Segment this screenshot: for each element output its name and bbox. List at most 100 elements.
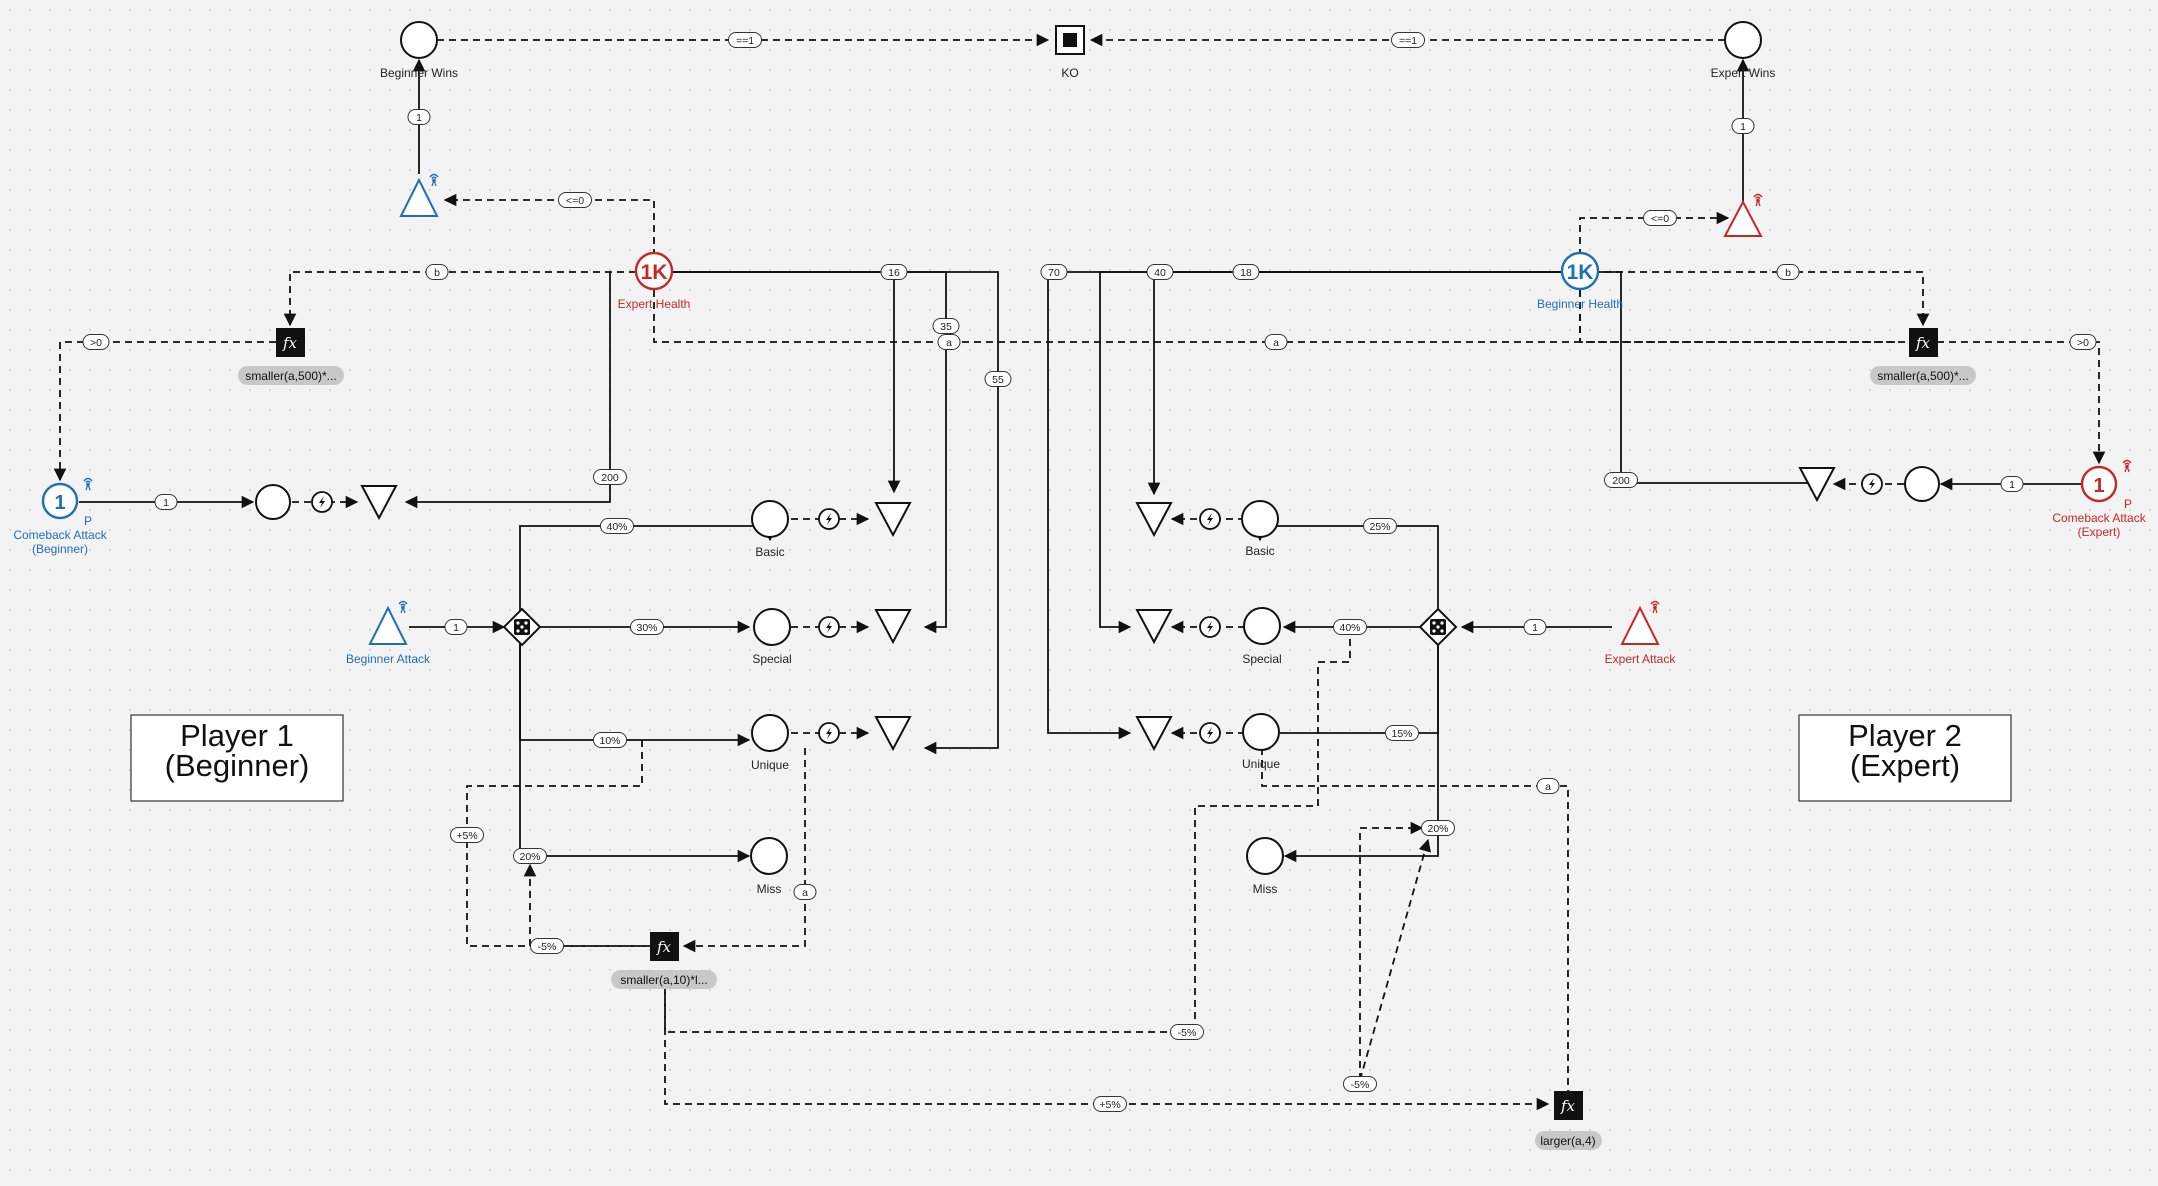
wireless-trigger-icon [83, 477, 93, 491]
comeback-expert-label-1: Comeback Attack [2052, 511, 2146, 525]
edge-left-minus5[interactable] [523, 863, 650, 947]
svg-text:55: 55 [992, 374, 1004, 386]
basic-left-drain[interactable] [874, 502, 912, 538]
edge-right-minus5b[interactable] [1359, 821, 1424, 1080]
lightning-converter-icon[interactable] [818, 722, 840, 744]
edge-right-minus5c[interactable] [1359, 838, 1431, 1081]
edge-label-r-20: 20% [1421, 820, 1455, 836]
lightning-converter-icon[interactable] [1199, 508, 1221, 530]
edge-label-lte0-left: <=0 [558, 192, 592, 208]
expert-health-label: Expert Health [618, 297, 691, 311]
edge-label-b-right: b [1776, 264, 1800, 280]
edge-label-lte0-right: <=0 [1643, 210, 1677, 226]
formula-left-top[interactable]: fx smaller(a,500)*... [238, 328, 344, 385]
ko-end-node[interactable]: KO [1055, 25, 1085, 80]
edge-a-to-right-fx[interactable] [1579, 290, 1895, 343]
formula-right-bottom[interactable]: fx larger(a,4) [1535, 1091, 1602, 1150]
edge-label-l-40: 40% [600, 518, 634, 534]
edge-b-right[interactable] [1604, 271, 1930, 327]
edge-label-l-a: a [793, 884, 817, 900]
unique-right-label: Unique [1242, 757, 1280, 771]
edge-eh-16[interactable] [673, 271, 901, 494]
edge-right-a[interactable] [1261, 748, 1575, 1109]
edge-label-r-plus5: +5% [1093, 1096, 1127, 1112]
lightning-converter-icon[interactable] [818, 616, 840, 638]
edge-expert-health-lte0[interactable] [443, 193, 655, 256]
comeback-expert-label-2: (Expert) [2078, 525, 2121, 539]
special-right-drain[interactable] [1135, 609, 1173, 645]
expert-wins-node[interactable]: Expert Wins [1711, 21, 1776, 80]
edge-bh-40[interactable] [1147, 271, 1562, 496]
comeback-expert-pool-2[interactable] [1904, 466, 1940, 502]
edge-eh-200[interactable] [404, 272, 611, 509]
edge-label-ew-ko: ==1 [1391, 32, 1425, 48]
basic-pool-left[interactable]: Basic [751, 500, 789, 559]
lightning-converter-icon[interactable] [1199, 616, 1221, 638]
edge-right-plus5[interactable] [664, 980, 1550, 1111]
miss-pool-right[interactable]: Miss [1246, 837, 1284, 896]
edge-label-b-left: b [425, 264, 449, 280]
edge-right-20[interactable] [1283, 642, 1439, 863]
edge-b-left[interactable] [283, 271, 636, 327]
svg-text:40: 40 [1154, 267, 1166, 279]
svg-text:1: 1 [1740, 121, 1746, 133]
lightning-converter-icon[interactable] [1861, 473, 1883, 495]
expert-random-gate[interactable] [1418, 607, 1458, 647]
beginner-random-gate[interactable] [502, 607, 542, 647]
svg-text:40%: 40% [606, 521, 627, 533]
edge-bh-18[interactable] [1099, 271, 1562, 634]
edge-left-plus5[interactable] [466, 740, 650, 947]
lightning-converter-icon[interactable] [311, 491, 333, 513]
edge-gt0-left[interactable] [53, 341, 276, 482]
basic-right-drain[interactable] [1135, 502, 1173, 538]
edge-right-minus5a[interactable] [664, 627, 1351, 1033]
beginner-attack-source[interactable]: Beginner Attack [346, 600, 431, 667]
special-pool-right[interactable]: Special [1242, 607, 1282, 666]
edge-right-15[interactable] [1280, 642, 1439, 734]
function-fx-icon: fx [282, 334, 298, 352]
end-condition-square-icon [1063, 33, 1077, 47]
edge-left-20[interactable] [519, 642, 751, 863]
expert-attack-source[interactable]: Expert Attack [1605, 600, 1677, 667]
expert-wins-trigger[interactable] [1723, 193, 1763, 237]
formula-left-bottom[interactable]: fx smaller(a,10)*l... [611, 932, 717, 989]
edge-gt0-right[interactable] [1937, 341, 2106, 465]
player2-title: Player 2 [1848, 718, 1962, 753]
edge-right-25[interactable] [1253, 525, 1439, 612]
svg-text:20%: 20% [519, 851, 540, 863]
beginner-health-pool[interactable]: 1K Beginner Health [1537, 251, 1623, 311]
unique-pool-left[interactable]: Unique [751, 714, 789, 772]
beginner-wins-node[interactable]: Beginner Wins [380, 21, 458, 80]
edge-left-a[interactable] [682, 748, 806, 953]
miss-pool-left[interactable]: Miss [750, 837, 788, 896]
edge-beginner-health-lte0[interactable] [1579, 211, 1730, 256]
lightning-converter-icon[interactable] [818, 508, 840, 530]
unique-right-drain[interactable] [1135, 716, 1173, 752]
player2-subtitle: (Expert) [1850, 748, 1960, 783]
svg-text:>0: >0 [2077, 337, 2089, 349]
comeback-beginner-pool-2[interactable] [255, 484, 291, 520]
svg-text:20%: 20% [1427, 823, 1448, 835]
special-pool-left[interactable]: Special [752, 608, 792, 666]
lightning-converter-icon[interactable] [1199, 722, 1221, 744]
edge-label-ea-1: 1 [1523, 619, 1547, 635]
comeback-expert-drain[interactable] [1798, 467, 1836, 503]
beginner-wins-trigger[interactable] [399, 173, 439, 217]
special-left-drain[interactable] [874, 609, 912, 645]
comeback-beginner-drain[interactable] [360, 485, 398, 521]
comeback-attack-expert-pool[interactable]: 1 P Comeback Attack (Expert) [2052, 459, 2147, 540]
expert-health-pool[interactable]: 1K Expert Health [618, 251, 691, 311]
edge-a-horizontal[interactable] [653, 290, 1923, 343]
edge-left-10[interactable] [519, 642, 751, 747]
svg-text:70: 70 [1048, 267, 1060, 279]
edge-eh-35[interactable] [673, 271, 947, 634]
edge-label-cb-right-1: 1 [2000, 476, 2024, 492]
unique-left-drain[interactable] [874, 716, 912, 752]
basic-pool-right[interactable]: Basic [1241, 500, 1279, 558]
formula-right-top[interactable]: fx smaller(a,500)*... [1870, 328, 1976, 385]
unique-pool-right[interactable]: Unique [1242, 713, 1280, 771]
edge-left-40[interactable] [519, 525, 777, 612]
comeback-attack-beginner-pool[interactable]: 1 P Comeback Attack (Beginner) [13, 477, 108, 557]
edge-bh-200[interactable] [1598, 271, 1816, 484]
edge-label-ba-1: 1 [444, 619, 468, 635]
